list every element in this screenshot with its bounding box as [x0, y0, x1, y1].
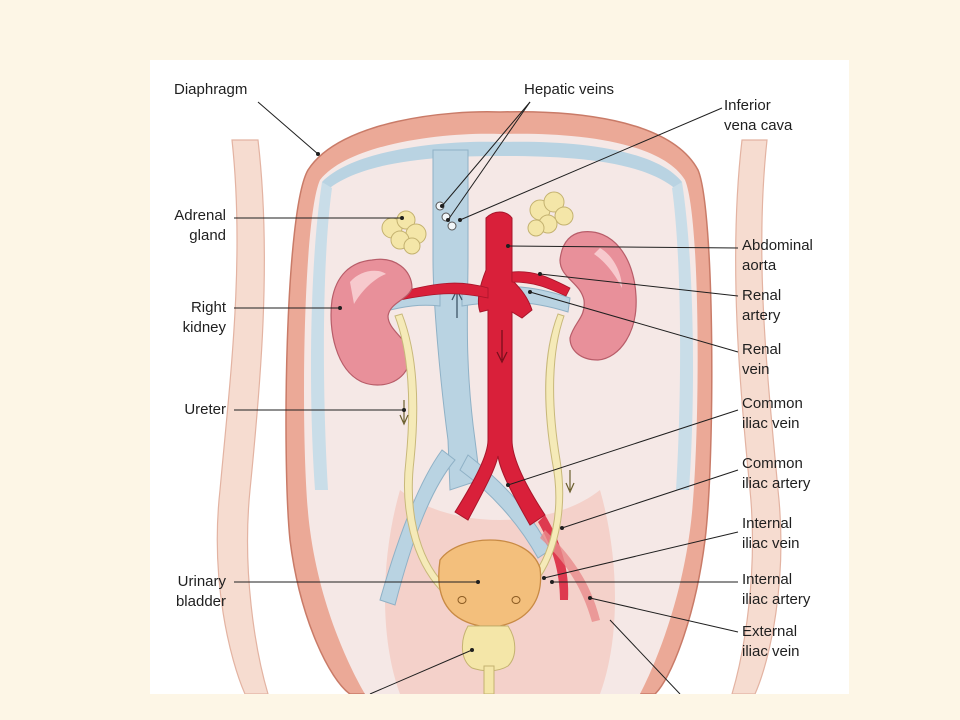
- common-iliac-vein-left-shape: [379, 449, 456, 606]
- label-kidney-line1: Right: [190, 299, 226, 316]
- renal-artery-shape-right: [511, 271, 571, 297]
- label-renal-vein-line2: vein: [742, 361, 770, 378]
- anatomy-figure: Diaphragm Hepatic veins Inferior vena ca…: [150, 60, 849, 694]
- label-common-iliac-vein: Common iliac vein: [742, 394, 803, 434]
- label-ivc-line2: vena cava: [724, 117, 793, 134]
- label-adrenal-line2: gland: [189, 227, 226, 244]
- label-cia-line2: iliac artery: [742, 475, 811, 492]
- label-bladder-line1: Urinary: [177, 573, 226, 590]
- label-right-kidney: Right kidney: [150, 298, 226, 338]
- label-ureter-line1: Ureter: [184, 401, 226, 418]
- leader-hepatic-a: [441, 101, 531, 207]
- label-urinary-bladder: Urinary bladder: [150, 572, 226, 612]
- urinary-system-illustration: [216, 101, 782, 694]
- label-bladder-line2: bladder: [175, 593, 226, 610]
- leader-internal-iliac-vein: [543, 531, 739, 579]
- label-ureter: Ureter: [150, 400, 226, 420]
- label-iia-line2: iliac artery: [742, 591, 811, 608]
- label-adrenal-line1: Adrenal: [174, 207, 226, 224]
- leader-diaphragm: [257, 101, 319, 155]
- label-diaphragm-line1: Diaphragm: [174, 81, 248, 98]
- leader-external-iliac-vein: [589, 597, 739, 633]
- aorta-flow-arrow: [496, 330, 508, 364]
- label-aorta-line2: aorta: [742, 257, 777, 274]
- hepatic-vein-opening-3: [447, 221, 457, 231]
- right-kidney-highlight: [350, 270, 386, 304]
- label-iiv-line1: Internal: [742, 515, 793, 532]
- label-renal-artery: Renal artery: [742, 286, 781, 326]
- right-body-outline: [731, 139, 782, 694]
- ureter-flow-arrow-left: [565, 470, 575, 494]
- leader-ivc: [459, 107, 723, 221]
- label-civ-line1: Common: [742, 395, 803, 412]
- label-ivc-line1: Inferior: [724, 97, 771, 114]
- leader-lines: [234, 101, 739, 694]
- label-external-iliac-vein: External iliac vein: [742, 622, 800, 662]
- label-hepatic-veins: Hepatic veins: [524, 80, 614, 100]
- label-abdominal-aorta: Abdominal aorta: [742, 236, 813, 276]
- label-internal-iliac-vein: Internal iliac vein: [742, 514, 800, 554]
- label-inferior-vena-cava: Inferior vena cava: [724, 96, 792, 136]
- label-internal-iliac-artery: Internal iliac artery: [742, 570, 810, 610]
- label-adrenal-gland: Adrenal gland: [150, 206, 226, 246]
- label-iia-line1: Internal: [742, 571, 793, 588]
- leader-renal-vein: [529, 291, 739, 353]
- leader-dots: [316, 152, 592, 652]
- label-cia-line1: Common: [742, 455, 803, 472]
- left-lining: [310, 182, 332, 490]
- label-iiv-line2: iliac vein: [742, 535, 800, 552]
- label-kidney-line2: kidney: [182, 319, 226, 336]
- external-iliac-vessels: [540, 530, 600, 622]
- leader-common-iliac-artery: [561, 469, 739, 529]
- leader-common-iliac-vein: [507, 409, 739, 486]
- left-body-outline: [216, 139, 269, 694]
- label-civ-line2: iliac vein: [742, 415, 800, 432]
- label-renal-artery-line1: Renal: [742, 287, 782, 304]
- label-renal-vein-line1: Renal: [742, 341, 782, 358]
- label-aorta-line1: Abdominal: [742, 237, 813, 254]
- bladder-orifice-left: [457, 596, 467, 604]
- urethra: [483, 665, 495, 694]
- left-kidney-shape: [559, 231, 637, 361]
- label-hepatic-veins-line1: Hepatic veins: [524, 81, 615, 98]
- adrenal-gland-right-shape: [527, 191, 574, 237]
- leader-bottom-right: [609, 619, 681, 694]
- leader-bottom-left: [369, 649, 473, 694]
- leader-hepatic-b: [447, 101, 531, 221]
- label-eiv-line2: iliac vein: [742, 643, 800, 660]
- leader-renal-artery: [539, 273, 739, 297]
- leader-aorta: [507, 245, 739, 249]
- left-kidney-highlight: [594, 248, 622, 288]
- label-common-iliac-artery: Common iliac artery: [742, 454, 810, 494]
- urethra-region: [462, 625, 516, 672]
- label-eiv-line1: External: [742, 623, 798, 640]
- label-diaphragm: Diaphragm: [174, 80, 247, 100]
- urinary-bladder-shape: [438, 539, 542, 627]
- label-renal-artery-line2: artery: [742, 307, 781, 324]
- label-renal-vein: Renal vein: [742, 340, 781, 380]
- bladder-orifice-right: [511, 596, 521, 604]
- diaphragm-lining: [322, 141, 682, 195]
